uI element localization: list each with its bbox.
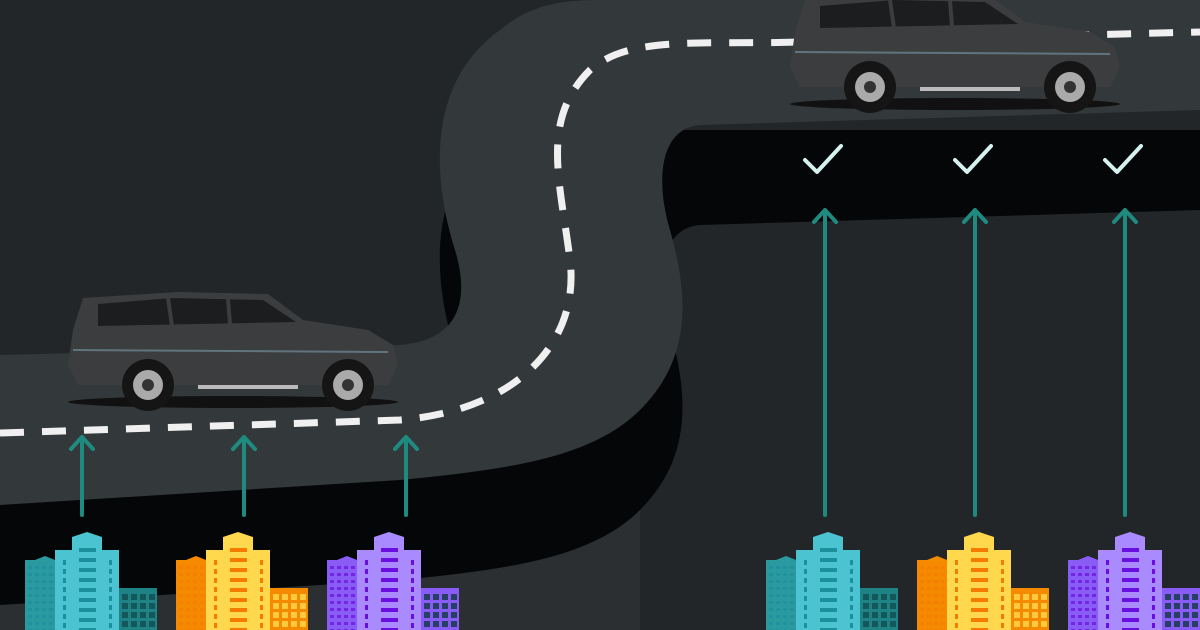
arrow-up-icon [812, 208, 838, 517]
arrow-up-icon [69, 435, 95, 517]
checkmark-icon [953, 144, 993, 174]
checkmark-icon [803, 144, 843, 174]
lane-dashes [0, 28, 1200, 437]
building-cluster-icon [1068, 532, 1200, 630]
suv-car-icon [68, 292, 398, 411]
building-cluster-icon [766, 532, 898, 630]
building-cluster-icon [176, 532, 308, 630]
building-cluster-icon [25, 532, 157, 630]
building-cluster-icon [917, 532, 1049, 630]
suv-car-icon [790, 0, 1120, 113]
arrow-up-icon [393, 435, 419, 517]
arrow-up-icon [231, 435, 257, 517]
arrow-up-icon [1112, 208, 1138, 517]
arrow-up-icon [962, 208, 988, 517]
checkmark-icon [1103, 144, 1143, 174]
